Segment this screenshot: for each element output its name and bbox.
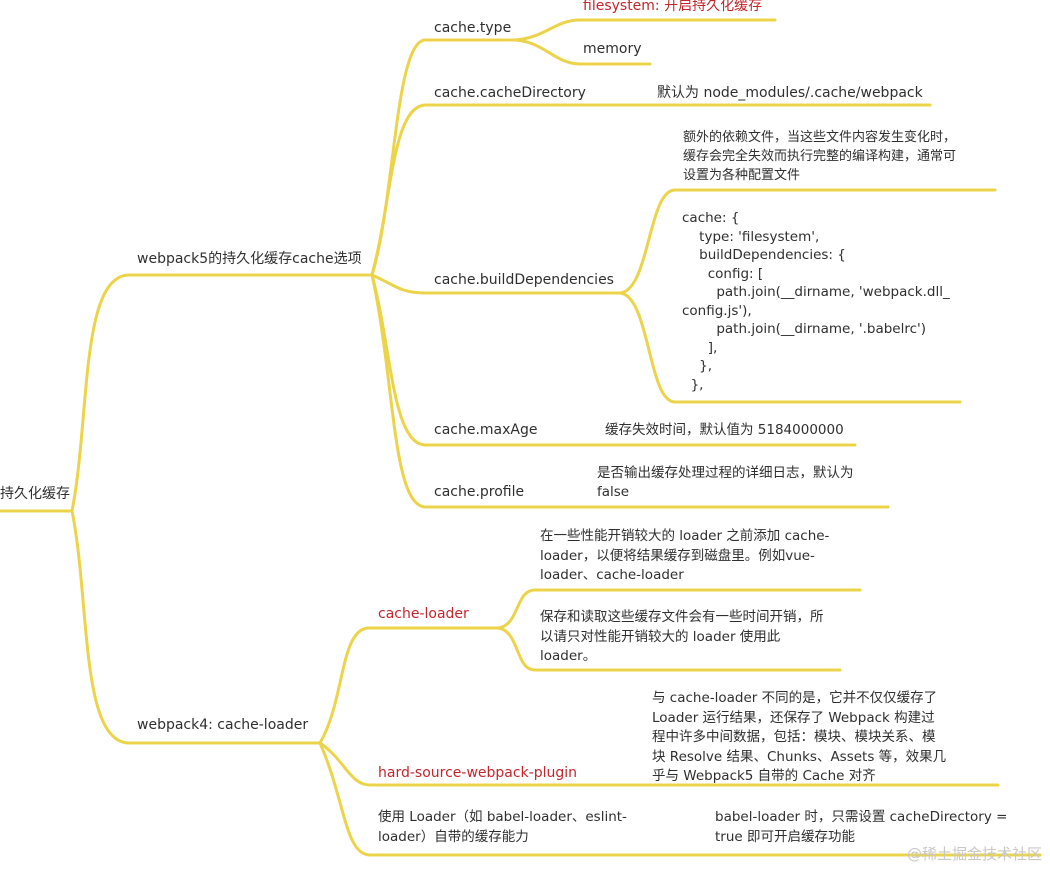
branch-cache-loader — [318, 626, 500, 745]
branch-root-webpack5 — [70, 273, 130, 513]
cache-loader-node: cache-loader — [378, 606, 469, 622]
cache-buildDependencies-node: cache.buildDependencies — [434, 272, 614, 288]
buildDependencies-desc: 额外的依赖文件，当这些文件内容发生变化时， 缓存会完全失效而执行完整的编译构建，… — [683, 130, 957, 183]
cache-type-node: cache.type — [434, 20, 512, 36]
webpack4-node: webpack4: cache-loader — [137, 717, 309, 733]
cache-profile-node: cache.profile — [434, 484, 525, 500]
maxAge-desc: 缓存失效时间，默认值为 5184000000 — [605, 422, 844, 438]
profile-desc: 是否输出缓存处理过程的详细日志，默认为 false — [597, 465, 854, 500]
watermark: @稀土掘金技术社区 — [906, 845, 1042, 863]
loader-cache-desc: babel-loader 时，只需设置 cacheDirectory = tru… — [715, 809, 1008, 845]
cache-loader-desc2: 保存和读取这些缓存文件会有一些时间开销，所 以请只对性能开销较大的 loader… — [540, 609, 824, 664]
hard-source-desc: 与 cache-loader 不同的是，它并不仅仅缓存了 Loader 运行结果… — [652, 690, 947, 784]
cacheDirectory-desc: 默认为 node_modules/.cache/webpack — [657, 85, 923, 101]
buildDependencies-code: cache: { type: 'filesystem', buildDepend… — [682, 210, 950, 393]
cache-cacheDirectory-node: cache.cacheDirectory — [434, 85, 586, 101]
memory-node: memory — [583, 41, 642, 57]
loader-cache-node: 使用 Loader（如 babel-loader、eslint- loader）… — [378, 809, 627, 845]
branch-filesystem — [513, 18, 777, 42]
cache-maxAge-node: cache.maxAge — [434, 422, 538, 438]
branch-cache-type — [370, 38, 517, 277]
webpack5-node: webpack5的持久化缓存cache选项 — [137, 251, 362, 267]
root-node: 持久化缓存 — [0, 486, 70, 502]
cache-loader-desc1: 在一些性能开销较大的 loader 之前添加 cache- loader，以便将… — [540, 528, 830, 583]
filesystem-node: filesystem: 开启持久化缓存 — [583, 0, 763, 14]
branch-root-webpack4 — [70, 509, 130, 745]
hard-source-node: hard-source-webpack-plugin — [378, 765, 578, 781]
